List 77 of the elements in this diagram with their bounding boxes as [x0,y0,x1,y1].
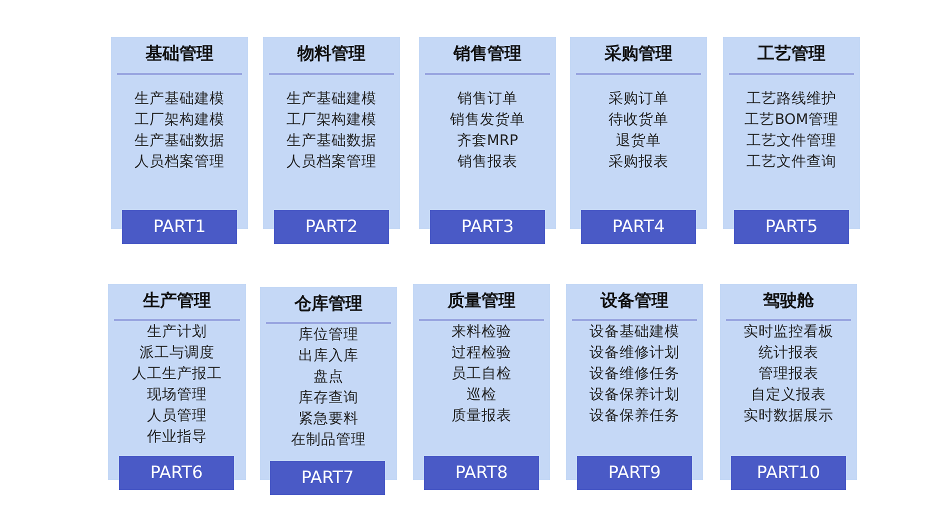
list-item: 工厂架构建模 [134,111,224,130]
list-item: 人员档案管理 [134,152,224,172]
list-item: 现场管理 [147,386,207,405]
card-heading: 生产管理 [142,290,212,312]
list-item: 作业指导 [147,428,207,447]
part-tag: PART6 [119,456,234,490]
part-tag: PART7 [270,461,385,495]
list-item: 实时监控看板 [744,322,834,342]
part-tag: PART8 [424,456,539,490]
list-item: 生产基础数据 [286,132,376,151]
part-tag: PART2 [274,210,389,244]
list-item: 质量报表 [452,407,512,426]
list-item: 巡检 [466,386,496,405]
list-item: 库位管理 [298,326,358,345]
part-tag: PART9 [577,456,692,490]
module-card [570,37,707,244]
module-card [413,284,550,490]
list-item: 来料检验 [452,323,512,342]
list-item: 销售发货单 [450,111,525,130]
card-heading: 物料管理 [296,43,366,65]
list-item: 设备保养任务 [590,406,680,426]
list-item: 过程检验 [452,344,512,363]
list-item: 工艺文件管理 [746,132,836,151]
card-heading: 质量管理 [446,290,516,312]
list-item: 待收货单 [608,111,668,130]
list-item: 人工生产报工 [132,365,222,384]
list-item: 员工自检 [452,365,512,384]
list-item: 管理报表 [758,365,818,384]
card-heading: 基础管理 [144,43,214,65]
list-item: 在制品管理 [291,431,366,450]
part-tag: PART10 [731,456,846,490]
list-item: 采购订单 [608,90,668,109]
list-item: 销售订单 [458,90,518,109]
card-heading: 仓库管理 [293,293,364,315]
card-heading: 设备管理 [599,290,670,312]
card-heading: 销售管理 [452,43,522,65]
list-item: 设备维修计划 [590,344,680,363]
module-card [260,287,397,495]
list-item: 工艺文件查询 [746,153,836,172]
part-tag: PART1 [122,210,237,244]
part-tag: PART3 [430,210,545,244]
list-item: 生产基础建模 [286,90,376,109]
card-heading: 工艺管理 [756,43,826,65]
list-item: 派工与调度 [140,344,214,363]
module-card [419,37,556,244]
list-item: 实时数据展示 [744,406,834,426]
list-item: 人员管理 [147,407,207,426]
module-card [723,37,860,244]
list-item: 退货单 [616,132,661,151]
module-card [108,284,246,490]
list-item: 工厂架构建模 [286,111,376,130]
list-item: 库存查询 [298,388,358,408]
part-tag: PART4 [581,210,696,244]
list-item: 生产计划 [147,323,207,342]
card-heading: 采购管理 [604,43,674,65]
list-item: 生产基础建模 [134,90,224,109]
list-item: 盘点 [314,368,344,387]
list-item: 设备维修任务 [590,364,680,384]
module-card [720,284,857,490]
list-item: 工艺路线维护 [746,90,836,109]
module-card [111,37,248,244]
module-card [566,284,703,490]
list-item: 人员档案管理 [286,152,376,172]
list-item: 设备基础建模 [590,323,680,342]
part-tag: PART5 [734,210,849,244]
list-item: 采购报表 [608,153,668,172]
list-item: 齐套MRP [456,132,518,151]
list-item: 工艺BOM管理 [744,111,838,130]
list-item: 生产基础数据 [134,132,224,151]
list-item: 销售报表 [458,153,518,172]
list-item: 出库入库 [298,346,358,366]
list-item: 设备保养计划 [590,386,680,405]
list-item: 统计报表 [758,344,818,363]
card-heading: 驾驶舱 [762,290,815,312]
list-item: 自定义报表 [751,386,826,405]
module-card [263,37,400,244]
list-item: 紧急要料 [298,410,358,429]
